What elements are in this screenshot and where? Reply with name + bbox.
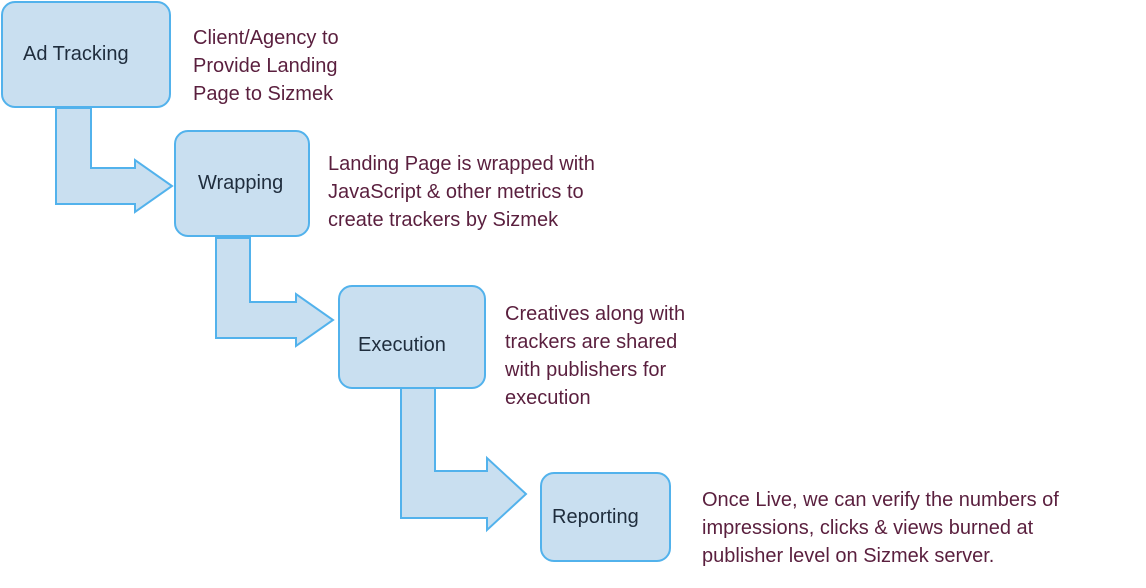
description-line: Client/Agency to — [193, 27, 339, 49]
description-line: with publishers for — [505, 359, 667, 381]
step-reporting-label: Reporting — [552, 505, 639, 528]
arrow-wrapping-to-execution — [215, 237, 335, 348]
step-reporting-description: Once Live, we can verify the numbers of … — [702, 486, 1059, 570]
step-ad-tracking-label: Ad Tracking — [23, 43, 129, 65]
description-line: Provide Landing — [193, 55, 338, 77]
description-line: Landing Page is wrapped with — [328, 153, 595, 175]
step-ad-tracking-description: Client/Agency to Provide Landing Page to… — [193, 24, 339, 108]
description-line: create trackers by Sizmek — [328, 209, 559, 231]
arrow-execution-to-reporting — [400, 387, 528, 533]
description-line: impressions, clicks & views burned at — [702, 517, 1034, 539]
description-line: Once Live, we can verify the numbers of — [702, 489, 1059, 511]
step-reporting: Reporting — [540, 472, 671, 562]
step-wrapping-description: Landing Page is wrapped with JavaScript … — [328, 150, 595, 234]
description-line: publisher level on Sizmek server. — [702, 545, 995, 567]
description-line: Page to Sizmek — [193, 83, 334, 105]
step-ad-tracking: Ad Tracking — [1, 1, 171, 108]
step-wrapping-label: Wrapping — [198, 172, 284, 194]
step-wrapping: Wrapping — [174, 130, 310, 237]
description-line: JavaScript & other metrics to — [328, 181, 584, 203]
step-execution-label: Execution — [358, 333, 446, 356]
step-execution: Execution — [338, 285, 486, 389]
description-line: Creatives along with — [505, 303, 686, 325]
step-execution-description: Creatives along with trackers are shared… — [505, 300, 685, 412]
description-line: trackers are shared — [505, 331, 678, 353]
arrow-ad-tracking-to-wrapping — [55, 107, 174, 214]
description-line: execution — [505, 387, 591, 409]
